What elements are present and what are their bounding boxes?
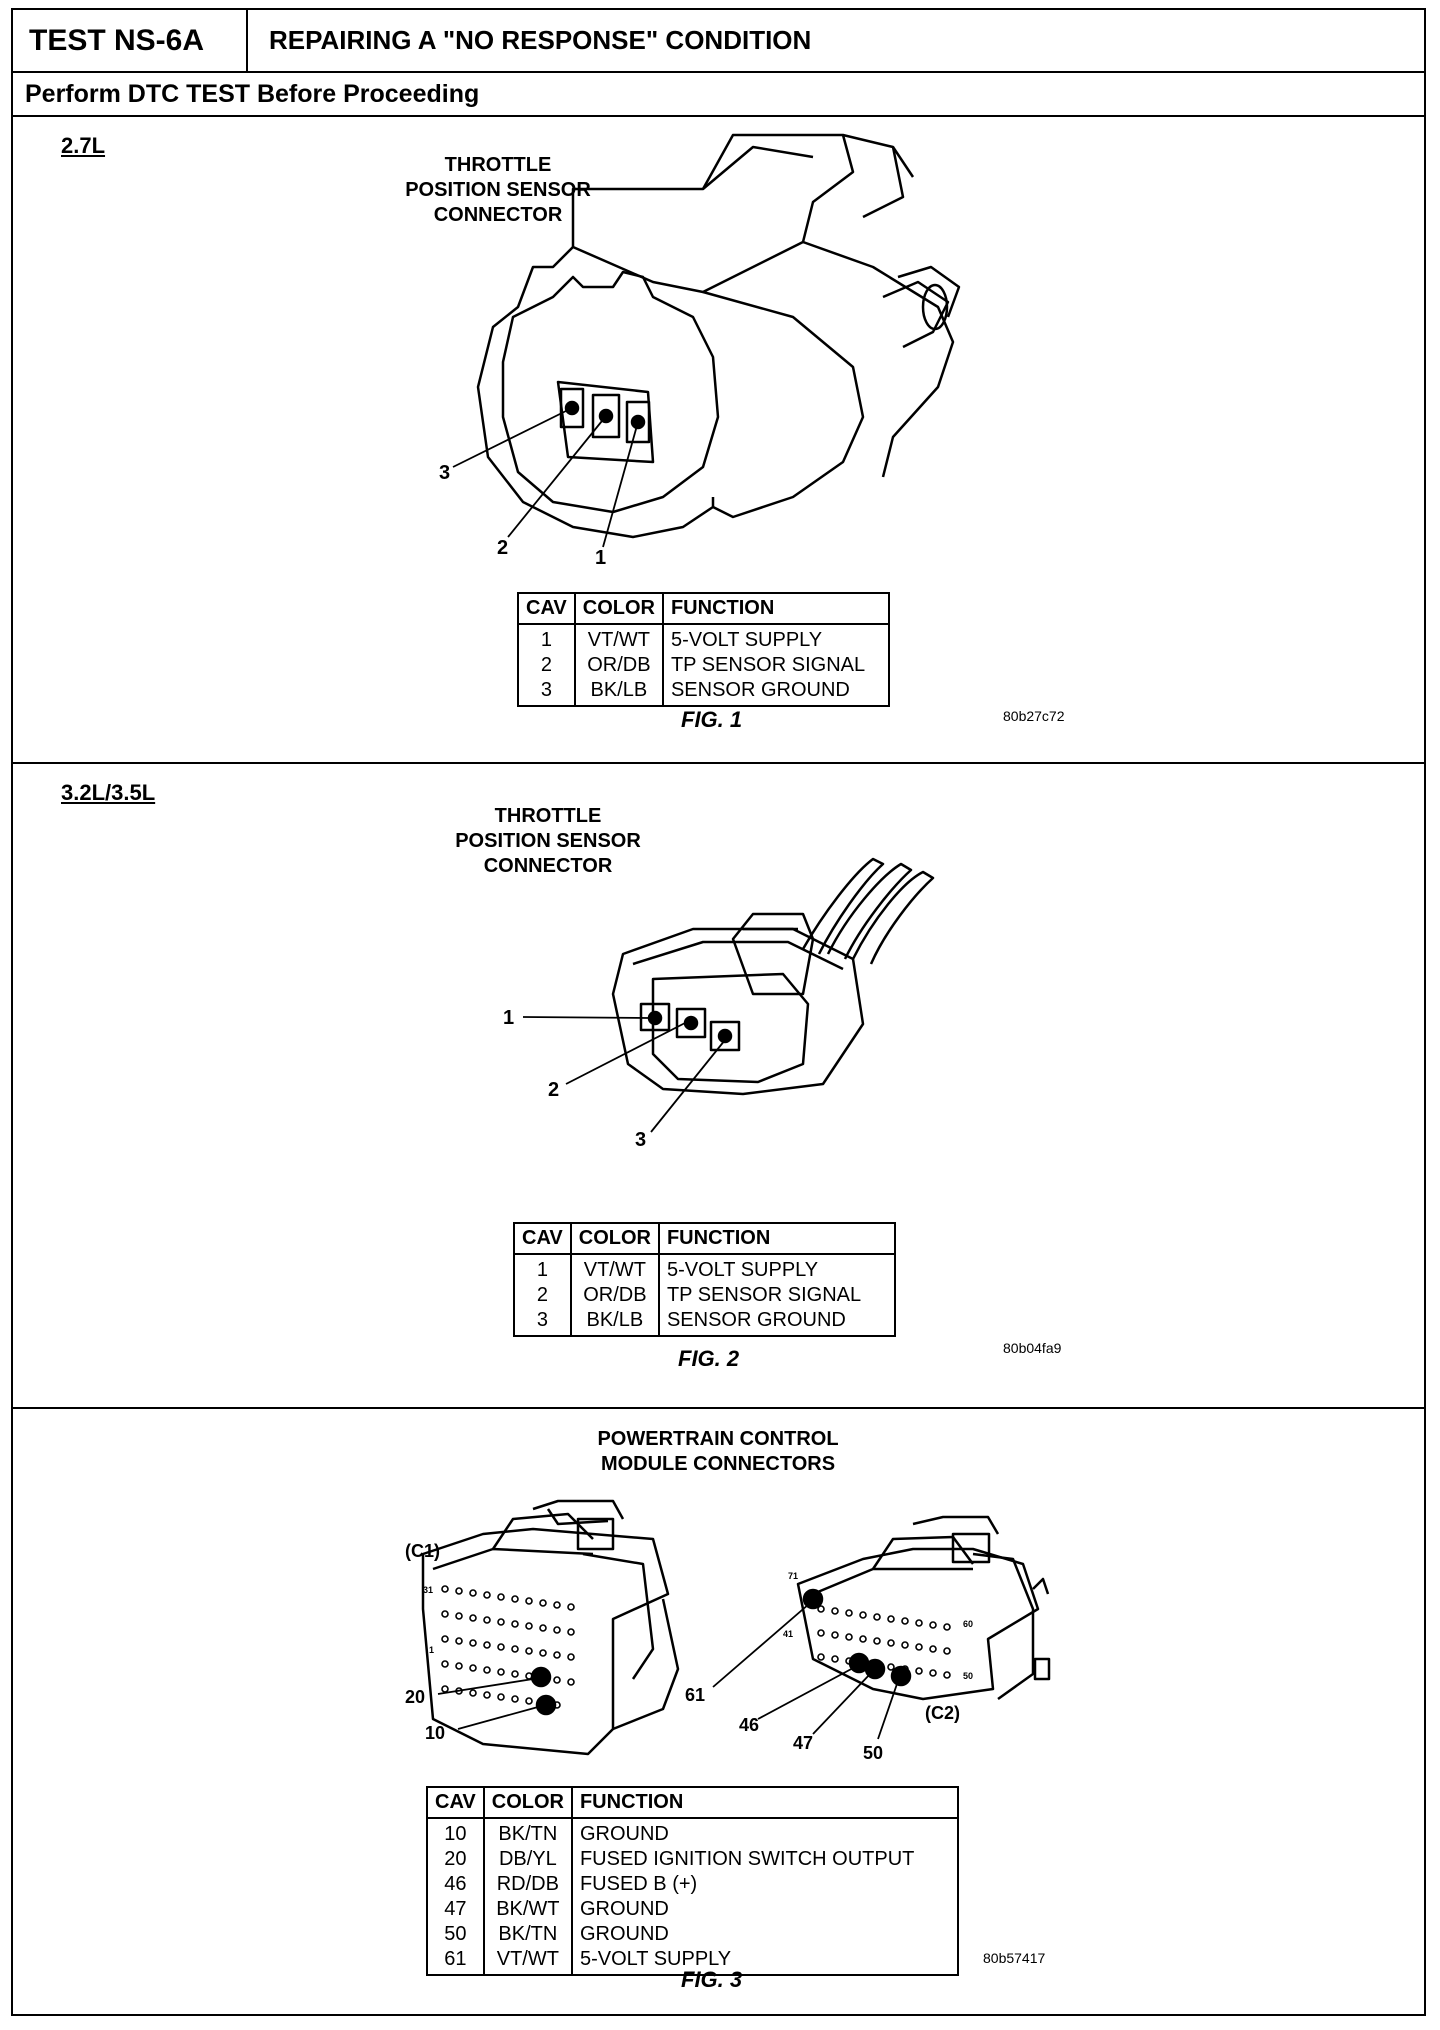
- col-color: COLOR: [574, 593, 664, 625]
- c1-pin-1: 1: [429, 1645, 434, 1655]
- pin-label-3: 3: [439, 462, 450, 484]
- caption-line: POSITION SENSOR: [455, 830, 641, 852]
- section-pcm: POWERTRAIN CONTROL MODULE CONNECTORS: [13, 1409, 1424, 2014]
- c2-pin-50-face: 50: [963, 1671, 973, 1681]
- col-function: FUNCTION: [571, 1787, 958, 1819]
- figure-code: 80b04fa9: [1003, 1340, 1062, 1356]
- engine-label: 2.7L: [61, 133, 106, 158]
- tps-connector-illustration: 3 2 1: [439, 133, 961, 569]
- caption-line: POWERTRAIN CONTROL: [597, 1428, 839, 1450]
- c1-pin-20: 20: [405, 1687, 425, 1707]
- col-cav: CAV: [427, 1787, 485, 1819]
- c1-pin-31: 31: [423, 1585, 433, 1595]
- connector-caption: THROTTLE POSITION SENSOR CONNECTOR: [433, 804, 663, 879]
- col-function: FUNCTION: [658, 1223, 895, 1255]
- pin-label-1: 1: [595, 547, 606, 569]
- pcm-connectors-illustration: (C1) 31 1 20 10: [405, 1499, 1051, 1763]
- caption-line: CONNECTOR: [433, 204, 563, 226]
- service-manual-page: TEST NS-6A REPAIRING A "NO RESPONSE" CON…: [11, 8, 1426, 2016]
- col-color: COLOR: [483, 1787, 573, 1819]
- caption-line: POSITION SENSOR: [405, 179, 591, 201]
- caption-line: THROTTLE: [444, 154, 552, 176]
- figure-label: FIG. 1: [681, 707, 743, 732]
- engine-label: 3.2L/3.5L: [61, 780, 156, 805]
- figure-label: FIG. 3: [681, 1967, 743, 1992]
- figure-code: 80b27c72: [1003, 708, 1065, 724]
- c2-label: (C2): [925, 1703, 960, 1723]
- figure-code: 80b57417: [983, 1950, 1046, 1966]
- caption-line: CONNECTOR: [483, 855, 613, 877]
- c2-connector: 71 41 60 50 61 46 47 50 (C2): [685, 1515, 1051, 1763]
- pin-label-1: 1: [503, 1007, 514, 1029]
- connector-caption: THROTTLE POSITION SENSOR CONNECTOR: [383, 153, 613, 228]
- caption-line: THROTTLE: [494, 805, 602, 827]
- col-cav: CAV: [518, 593, 576, 625]
- col-color: COLOR: [570, 1223, 660, 1255]
- c2-pin-50: 50: [863, 1743, 883, 1763]
- c1-label: (C1): [405, 1541, 440, 1561]
- c1-connector: (C1) 31 1 20 10: [405, 1499, 680, 1756]
- pin-label-2: 2: [548, 1079, 559, 1101]
- section-3-2l-3-5l: 3.2L/3.5L THROTTLE POSITION SENSOR CONNE…: [13, 764, 1424, 1409]
- c2-pin-61: 61: [685, 1685, 705, 1705]
- test-id: TEST NS-6A: [13, 10, 248, 71]
- c2-pin-47: 47: [793, 1733, 813, 1753]
- pin-label-2: 2: [497, 537, 508, 559]
- connector-caption: POWERTRAIN CONTROL MODULE CONNECTORS: [568, 1427, 868, 1477]
- test-header: TEST NS-6A REPAIRING A "NO RESPONSE" CON…: [13, 10, 1424, 73]
- pin-label-3: 3: [635, 1129, 646, 1151]
- section-2-7l: 2.7L THROTTLE POSITION SENSOR CONNECTOR: [13, 117, 1424, 764]
- col-cav: CAV: [514, 1223, 572, 1255]
- col-function: FUNCTION: [662, 593, 889, 625]
- c2-pin-46: 46: [739, 1715, 759, 1735]
- test-title: REPAIRING A "NO RESPONSE" CONDITION: [269, 25, 812, 55]
- c2-pin-60: 60: [963, 1619, 973, 1629]
- c2-pin-41: 41: [783, 1629, 793, 1639]
- tps-connector-illustration: 1 2 3: [503, 857, 935, 1151]
- figure-label: FIG. 2: [678, 1346, 740, 1371]
- test-subtitle: Perform DTC TEST Before Proceeding: [13, 71, 1424, 117]
- c2-pin-71: 71: [788, 1571, 798, 1581]
- c1-pin-10: 10: [425, 1723, 445, 1743]
- caption-line: MODULE CONNECTORS: [600, 1453, 836, 1475]
